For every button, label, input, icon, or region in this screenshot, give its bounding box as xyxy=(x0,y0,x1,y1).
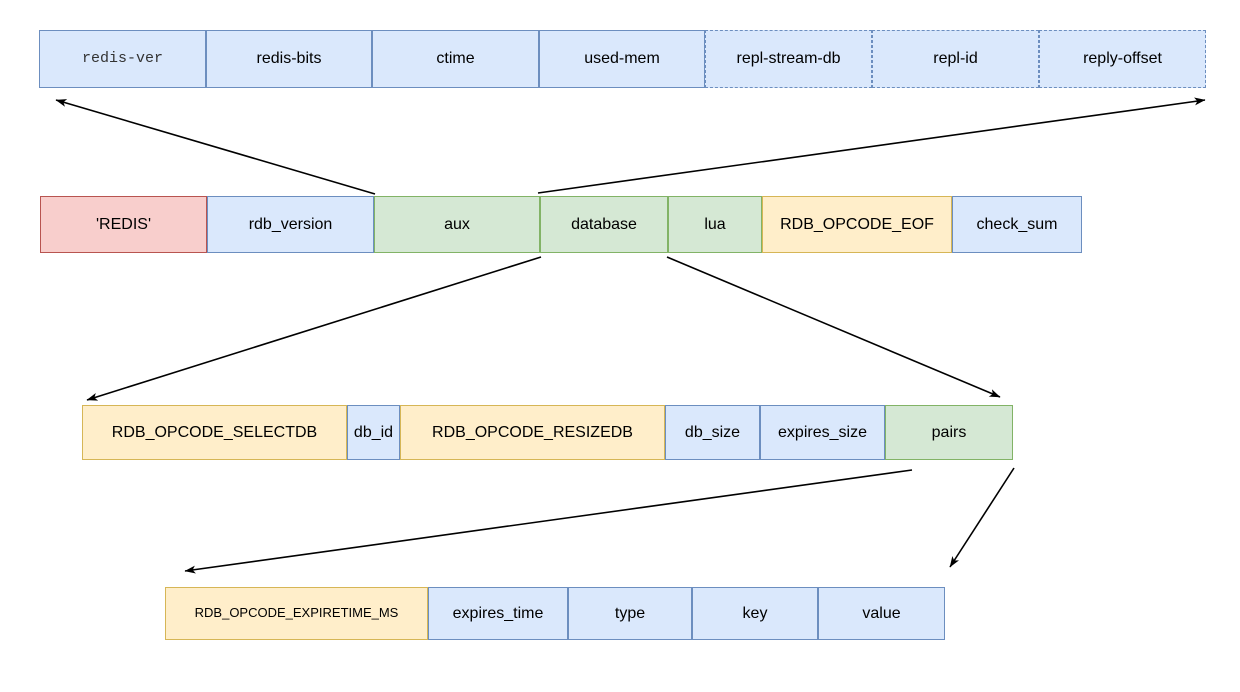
cell-repl-stream-db: repl-stream-db xyxy=(705,30,872,88)
arrow-pairs-to-expiretime xyxy=(184,469,913,574)
cell-db-size: db_size xyxy=(665,405,760,460)
cell-db-id: db_id xyxy=(347,405,400,460)
cell-expires-size: expires_size xyxy=(760,405,885,460)
cell-expires-time: expires_time xyxy=(428,587,568,640)
arrow-pairs-to-value xyxy=(949,467,1015,568)
cell-repl-id: repl-id xyxy=(872,30,1039,88)
cell-aux: aux xyxy=(374,196,540,253)
cell-redis-ver: redis-ver xyxy=(39,30,206,88)
cell-ctime: ctime xyxy=(372,30,539,88)
arrow-database-to-selectdb xyxy=(86,256,542,401)
cell-rdb-opcode-expiretime-ms: RDB_OPCODE_EXPIRETIME_MS xyxy=(165,587,428,640)
cell-rdb-version: rdb_version xyxy=(207,196,374,253)
cell-rdb-opcode-resizedb: RDB_OPCODE_RESIZEDB xyxy=(400,405,665,460)
cell-redis: 'REDIS' xyxy=(40,196,207,253)
arrow-database-to-pairs-end xyxy=(666,256,1001,398)
cell-used-mem: used-mem xyxy=(539,30,705,88)
cell-check-sum: check_sum xyxy=(952,196,1082,253)
cell-rdb-opcode-selectdb: RDB_OPCODE_SELECTDB xyxy=(82,405,347,460)
arrow-aux-to-header-left xyxy=(55,99,376,195)
cell-value: value xyxy=(818,587,945,640)
cell-lua: lua xyxy=(668,196,762,253)
cell-database: database xyxy=(540,196,668,253)
cell-reply-offset: reply-offset xyxy=(1039,30,1206,88)
cell-type: type xyxy=(568,587,692,640)
cell-redis-bits: redis-bits xyxy=(206,30,372,88)
arrow-aux-to-header-right xyxy=(537,97,1206,194)
cell-pairs: pairs xyxy=(885,405,1013,460)
cell-rdb-opcode-eof: RDB_OPCODE_EOF xyxy=(762,196,952,253)
cell-key: key xyxy=(692,587,818,640)
